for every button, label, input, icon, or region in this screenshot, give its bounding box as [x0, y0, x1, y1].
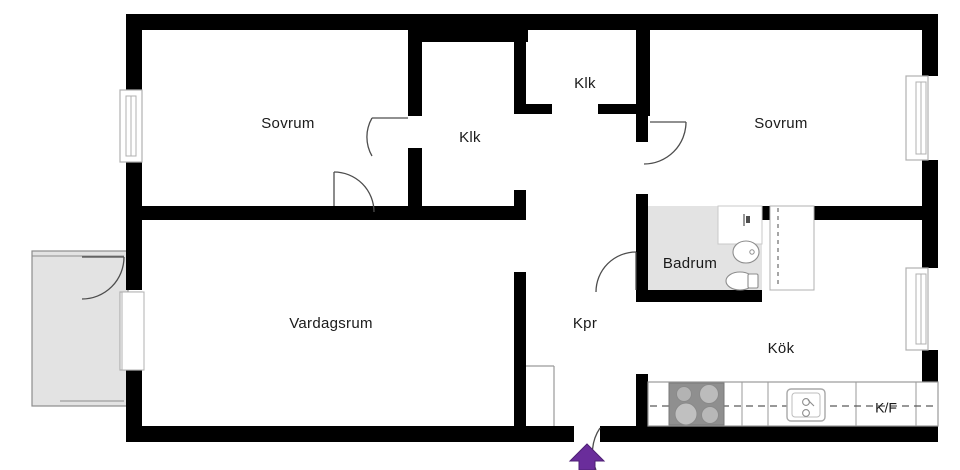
- wall-exterior-bottom-right: [600, 426, 938, 442]
- door-badrum: [595, 251, 637, 293]
- entrance-arrow-icon: [568, 443, 606, 470]
- closet-hall-storage: [769, 205, 815, 291]
- balcony-floor: [31, 250, 129, 407]
- window-bedroom-right: [905, 75, 929, 161]
- sink-icon: [786, 388, 826, 422]
- balcony-door-arc: [81, 256, 125, 300]
- wall-interior-bedroom-closet-lower: [408, 148, 422, 220]
- wall-interior-hall-right-upper: [636, 116, 648, 142]
- balcony-area: [31, 250, 129, 407]
- living-room-nook: [526, 365, 555, 426]
- wall-interior-klk-right: [636, 30, 650, 116]
- doors-group: [333, 117, 687, 470]
- wall-structure: [126, 14, 938, 442]
- window-bedroom-left: [119, 89, 143, 163]
- shower-fitting-icon: [743, 214, 750, 226]
- stove-burner-1: [676, 386, 692, 402]
- wall-exterior-bottom-left: [126, 426, 574, 442]
- wall-interior-hall-left-lower: [514, 272, 526, 434]
- closet-outline: [769, 205, 815, 291]
- wall-interior-klk-divider-right: [598, 104, 636, 114]
- entrance-arrow-shape: [568, 443, 606, 470]
- stove-burner-3: [674, 402, 698, 426]
- wall-exterior-right-upper: [922, 14, 938, 76]
- label-kok: Kök: [768, 340, 795, 357]
- label-vardagsrum: Vardagsrum: [289, 315, 373, 332]
- stove-burner-4: [701, 406, 719, 424]
- stove-burner-2: [699, 384, 719, 404]
- label-klk-top: Klk: [574, 75, 596, 92]
- wall-exterior-right-mid: [922, 160, 938, 268]
- room-labels: Sovrum Klk Klk Sovrum Vardagsrum Badrum …: [261, 75, 897, 416]
- door-bedroom-right: [643, 121, 687, 165]
- wall-interior-under-bedroom-left: [126, 206, 414, 220]
- wall-top-bulkhead: [418, 14, 528, 42]
- label-klk-left: Klk: [459, 129, 481, 146]
- windows-group: [119, 75, 929, 371]
- wall-exterior-left-lower: [126, 370, 142, 440]
- sink-spout: [807, 399, 815, 407]
- wall-interior-bathroom-left: [636, 206, 648, 302]
- washbasin-icon: [732, 240, 760, 264]
- toilet-icon: [725, 271, 759, 291]
- wall-interior-kitchen-left: [636, 374, 648, 434]
- wall-interior-bedroom-closet-upper: [408, 30, 422, 116]
- wall-exterior-left-upper: [126, 14, 142, 90]
- wall-interior-klk-divider-left: [514, 104, 552, 114]
- label-badrum: Badrum: [663, 255, 717, 272]
- wall-exterior-top: [126, 14, 938, 30]
- label-kpr: Kpr: [573, 315, 597, 332]
- label-fridge-freezer: K/F: [875, 400, 897, 416]
- label-sovrum-right: Sovrum: [754, 115, 807, 132]
- wall-interior-klk-left-right-upper: [514, 30, 526, 108]
- kitchen-counter-run: [647, 381, 939, 427]
- stove-icon: [668, 382, 725, 426]
- window-balcony: [121, 291, 145, 371]
- wall-interior-under-closet-left: [372, 206, 524, 220]
- sink-drain: [802, 409, 810, 417]
- label-sovrum-left: Sovrum: [261, 115, 314, 132]
- bathroom-area: [648, 205, 763, 291]
- door-klk-left: [366, 117, 408, 157]
- door-bedroom-left: [333, 171, 375, 213]
- window-kitchen: [905, 267, 929, 351]
- shower-area: [717, 205, 763, 245]
- wall-exterior-left-mid: [126, 162, 142, 290]
- wall-interior-hall-left-upper: [514, 190, 526, 220]
- wall-interior-bathroom-bottom: [636, 290, 762, 302]
